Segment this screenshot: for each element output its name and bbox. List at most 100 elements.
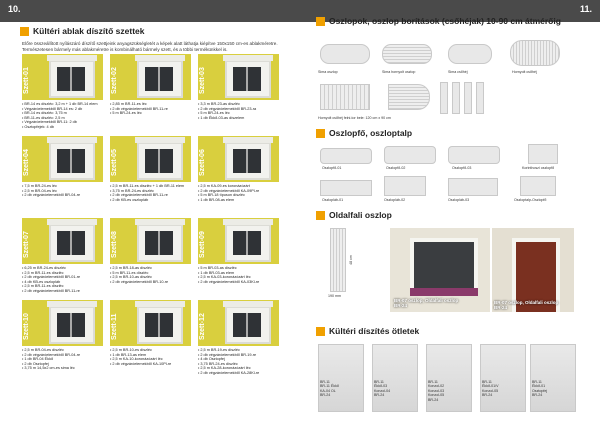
window-pediment: [223, 219, 273, 225]
photo-door-facade: BR-07 oszlop, Oldalfali oszlop BR-24: [492, 228, 574, 312]
window-set-notes: • 7,5 m BR-24-es léc • 2,5 m BR-04-es lé…: [22, 184, 81, 198]
capital-label: Oszlopfő-01: [322, 166, 342, 170]
window-set-panel: Szett-10: [22, 300, 103, 346]
window-set-label: Szett-08: [111, 231, 118, 258]
window-mullion: [70, 231, 72, 255]
window-pediment: [135, 301, 185, 307]
window-mullion: [246, 149, 248, 173]
window-set-panel: Szett-11: [110, 300, 191, 346]
window-mullion: [158, 67, 160, 91]
window-mullion: [70, 313, 72, 337]
window-set-label: Szett-05: [111, 149, 118, 176]
window-set-label: Szett-12: [199, 313, 206, 340]
orange-square-icon: [316, 129, 325, 139]
window-pediment: [47, 219, 97, 225]
window-set-label: Szett-06: [199, 149, 206, 176]
window-illustration: [223, 137, 273, 180]
columns-title: Oszlopok, oszlop borítások (csőhéjak) 10…: [316, 16, 561, 27]
window-illustration: [135, 219, 185, 262]
window-set-panel: Szett-12: [198, 300, 279, 346]
window-illustration: [223, 55, 273, 98]
idea-ornament: [426, 344, 472, 412]
window-set-label: Szett-01: [23, 67, 30, 94]
window-pediment: [47, 137, 97, 143]
left-title-text: Kültéri ablak díszítő szettek: [33, 26, 145, 36]
window-illustration: [47, 301, 97, 344]
ideas-title: Kültéri díszítés ötletek: [316, 326, 419, 337]
window-set-label: Szett-11: [111, 313, 118, 340]
window-set-notes: • 2,5 m BR-18-as díszléc • 5 m BR-11-es …: [110, 266, 169, 284]
photo-door: [512, 238, 560, 312]
capital-03: [448, 146, 500, 164]
window-set-notes: • 2,5 m BR-19-es díszléc • 2 db végzáróe…: [198, 348, 260, 375]
base-label: Oszlopláb-02: [384, 198, 406, 202]
capital-corinthian: [528, 144, 558, 164]
idea-ornament: [480, 344, 526, 412]
idea-label: BR-11 Konzol-02 Konzol-03 Konzol-05 BR-2…: [428, 380, 445, 402]
page-number-right: 11.: [580, 4, 593, 14]
dimension-width: 190 mm: [328, 294, 341, 298]
photo-caption-1: BR-07 oszlop, Oldalfali oszlop BR-24: [394, 298, 459, 308]
capitals-title: Oszlopfő, oszloptalp: [316, 128, 413, 139]
base-label: Oszloptalp-Oszlopfő: [514, 198, 547, 202]
column-label: Sima oszlop: [318, 70, 338, 74]
window-set-notes: • BR-14 es díszléc: 3,2 m + 1 db BR-14 e…: [22, 102, 98, 129]
window-mullion: [246, 231, 248, 255]
window-set-panel: Szett-05: [110, 136, 191, 182]
base-02: [384, 176, 426, 196]
shell-smooth: [448, 44, 492, 64]
photo-caption-2: BR-07 oszlop, Oldalfali oszlop BR-24: [494, 300, 559, 310]
idea-label: BR-11 BR-11 Ékkő KA-04 OL BR-24: [320, 380, 339, 398]
window-pediment: [223, 301, 273, 307]
capital-label: Oszlopfő-03: [452, 166, 472, 170]
orange-square-icon: [316, 327, 325, 337]
window-set-label: Szett-09: [199, 231, 206, 258]
window-pediment: [135, 55, 185, 61]
idea-label: BR-11 Ékkő-03 Konzol-04 BR-24: [374, 380, 391, 398]
window-set-notes: • 2,5 m KA-09-es koronázózárt • 2 db vég…: [198, 184, 260, 202]
column-smooth: [320, 44, 370, 64]
window-set-panel: Szett-06: [198, 136, 279, 182]
window-set-label: Szett-02: [111, 67, 118, 94]
capitals-title-text: Oszlopfő, oszloptalp: [329, 128, 413, 138]
window-set-notes: • 6,25 m BR-24-es díszléc • 2,5 m BR-11-…: [22, 266, 81, 293]
intro-text: Előre összeállított nyílászáró díszítő s…: [22, 41, 278, 52]
page-number-left: 10.: [8, 4, 21, 14]
window-mullion: [246, 313, 248, 337]
window-mullion: [246, 67, 248, 91]
window-pediment: [135, 137, 185, 143]
window-pediment: [47, 55, 97, 61]
base-04: [520, 176, 556, 196]
capital-label: Korinthoszi oszlopfő: [522, 166, 555, 170]
pilaster-1: [440, 82, 448, 114]
columns-note: Hornyolt csőhéj felni-tor bele: 120 cm x…: [318, 116, 391, 120]
capital-02: [384, 146, 436, 164]
left-section-title: Kültéri ablak díszítő szettek: [20, 26, 145, 37]
orange-square-icon: [20, 27, 29, 37]
window-pediment: [223, 55, 273, 61]
photo-window-facade: BR-07 oszlop, Oldalfali oszlop BR-24: [390, 228, 490, 312]
window-mullion: [158, 231, 160, 255]
column-label: Sima hornyolt oszlop: [382, 70, 416, 74]
window-pediment: [47, 301, 97, 307]
window-set-notes: • 2,85 m BR-11-es léc • 2 db végzáróelem…: [110, 102, 168, 116]
window-set-label: Szett-04: [23, 149, 30, 176]
columns-title-text: Oszlopok, oszlop borítások (csőhéjak) 10…: [329, 16, 561, 26]
window-set-label: Szett-07: [23, 231, 30, 258]
base-label: Oszlopláb-01: [322, 198, 344, 202]
idea-ornament: [530, 344, 576, 412]
column-label: Hornyolt csőhéj: [512, 70, 537, 74]
window-mullion: [70, 67, 72, 91]
window-mullion: [158, 313, 160, 337]
pilaster-4: [476, 82, 484, 114]
window-illustration: [135, 55, 185, 98]
idea-ornament: [372, 344, 418, 412]
idea-label: BR-11 Ékkő-01/V Konzol-05 BR-24: [482, 380, 499, 398]
page-header-bar: [0, 0, 600, 22]
orange-square-icon: [316, 17, 325, 27]
window-set-label: Szett-03: [199, 67, 206, 94]
pilaster-2: [452, 82, 460, 114]
capital-01: [320, 148, 372, 164]
window-set-notes: • 2,5 m BR-04-es díszléc • 2 db végzáróe…: [22, 348, 81, 371]
base-label: Oszlopláb-03: [448, 198, 470, 202]
